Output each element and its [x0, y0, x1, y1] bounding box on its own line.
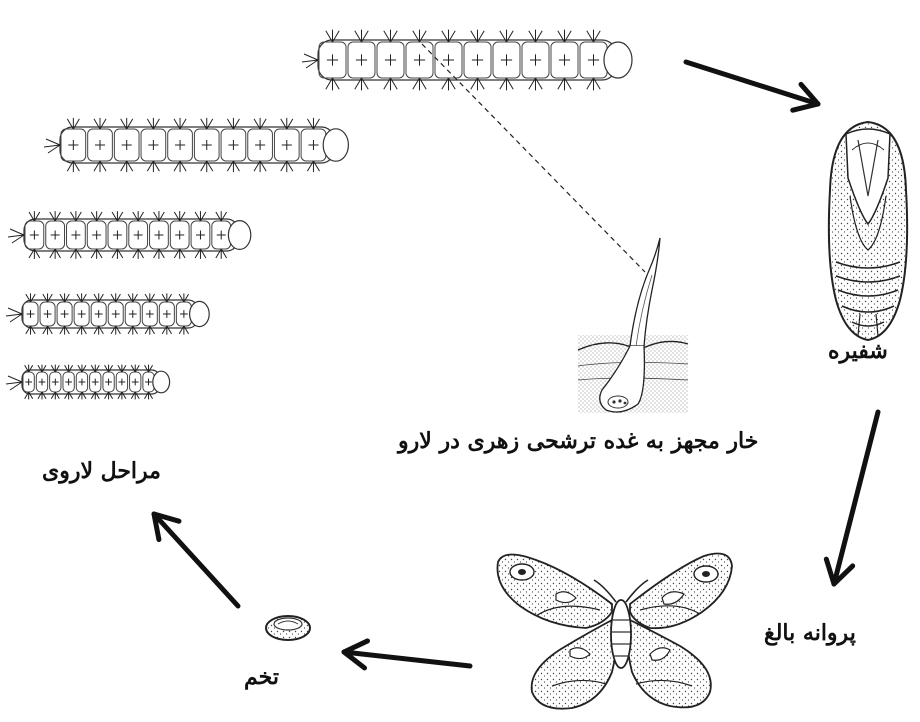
adult-moth-label: پروانه بالغ — [764, 622, 856, 644]
arrow-adult-to-egg — [344, 641, 470, 668]
larva-3 — [8, 211, 251, 259]
arrow-pupa-to-adult — [826, 412, 878, 584]
arrow-larva-to-pupa — [686, 62, 818, 110]
venom-spine-illustration — [578, 238, 688, 413]
adult-moth-illustration — [497, 554, 732, 709]
venom-spine-label: خار مجهز به غده ترشحی زهری در لارو — [398, 430, 758, 452]
larva-1 — [302, 30, 632, 91]
larval-stages-label: مراحل لاروی — [42, 460, 161, 482]
egg-label: تخم — [244, 666, 279, 688]
larva-4 — [6, 293, 209, 334]
larval-stages-group — [6, 30, 632, 400]
larva-2 — [44, 118, 348, 172]
pupa-illustration — [829, 122, 907, 340]
pupa-label: شفیره — [828, 340, 888, 362]
egg-illustration — [266, 616, 310, 640]
arrow-egg-to-larva — [154, 514, 238, 606]
larva-5 — [6, 365, 170, 400]
